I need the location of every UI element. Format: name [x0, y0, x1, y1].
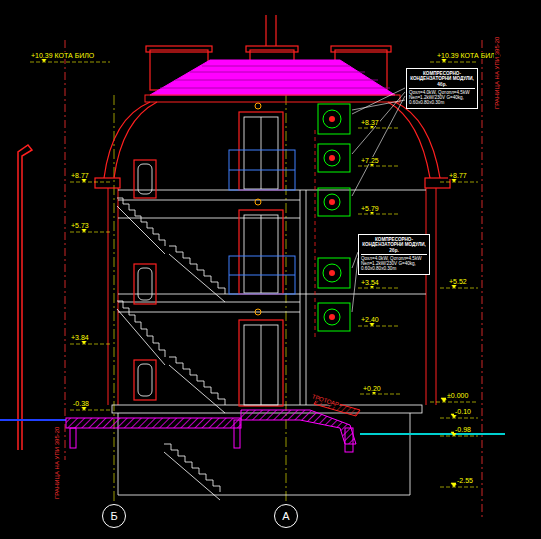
level-label: +8.37 — [360, 119, 380, 126]
stair-flight — [117, 198, 165, 246]
level-line — [70, 182, 110, 183]
level-label: +7.25 — [360, 157, 380, 164]
level-label: +5.73 — [70, 222, 90, 229]
level-label: +8.77 — [448, 172, 468, 179]
level-label: ±0.000 — [446, 392, 469, 399]
callout-heading: КОМПРЕСОРНО-КОНДЕНЗАТОРНИ МОДУЛИ, 2бр. — [361, 237, 427, 255]
callout-box: КОМПРЕСОРНО-КОНДЕНЗАТОРНИ МОДУЛИ, 4бр.Qо… — [406, 68, 478, 109]
level-line — [70, 344, 110, 345]
callout-body: Qохл=4.0kW, Qотопл=4.5kW Nел=1.2kW/230V … — [361, 256, 427, 272]
level-line — [360, 394, 400, 395]
level-label: +3.54 — [360, 279, 380, 286]
axis-bubble: А — [274, 504, 298, 528]
level-label: +5.52 — [448, 278, 468, 285]
callout-body: Qохл=4.0kW, Qотопл=4.5kW Nел=1.2kW/230V … — [409, 90, 475, 106]
stair-flight — [169, 357, 225, 405]
callout-box: КОМПРЕСОРНО-КОНДЕНЗАТОРНИ МОДУЛИ, 2бр.Qо… — [358, 234, 430, 275]
stair-flight — [169, 246, 225, 294]
stair-soffit — [164, 452, 220, 500]
level-line — [358, 214, 400, 215]
note-text: ГРАНИЦА НА УПИ 395-20 — [494, 36, 500, 110]
level-label: +0.20 — [362, 385, 382, 392]
stair-soffit — [169, 365, 225, 413]
level-line — [430, 62, 478, 63]
level-line — [440, 182, 478, 183]
level-line — [430, 402, 478, 403]
stair-soffit — [117, 309, 165, 365]
level-line — [440, 418, 478, 419]
level-line — [440, 487, 478, 488]
axis-letter: Б — [110, 510, 117, 522]
level-label: +2.40 — [360, 316, 380, 323]
stair-flight — [164, 444, 220, 492]
level-line — [358, 326, 400, 327]
callout-heading: КОМПРЕСОРНО-КОНДЕНЗАТОРНИ МОДУЛИ, 4бр. — [409, 71, 475, 89]
level-line — [30, 62, 110, 63]
level-line — [440, 436, 478, 437]
level-line — [440, 288, 478, 289]
stair-flight — [117, 301, 165, 357]
note-text: ГРАНИЦА НА УПИ 395-20 — [54, 426, 60, 500]
axis-letter: А — [282, 510, 289, 522]
level-line — [70, 232, 110, 233]
level-label: -0.98 — [454, 426, 472, 433]
level-label: +5.79 — [360, 205, 380, 212]
level-label: +8.77 — [70, 172, 90, 179]
level-label: +3.84 — [70, 334, 90, 341]
axis-bubble: Б — [102, 504, 126, 528]
level-label: +10.39 КОТА БИЛО — [30, 52, 95, 59]
level-line — [358, 166, 400, 167]
level-line — [358, 128, 400, 129]
stair-soffit — [117, 206, 165, 254]
stair-soffit — [169, 254, 225, 302]
level-label: -0.38 — [72, 400, 90, 407]
level-label: -2.55 — [456, 477, 474, 484]
level-line — [358, 288, 400, 289]
level-line — [70, 410, 110, 411]
level-label: +10.39 КОТА БИЛО — [436, 52, 501, 59]
level-label: -0.10 — [454, 408, 472, 415]
